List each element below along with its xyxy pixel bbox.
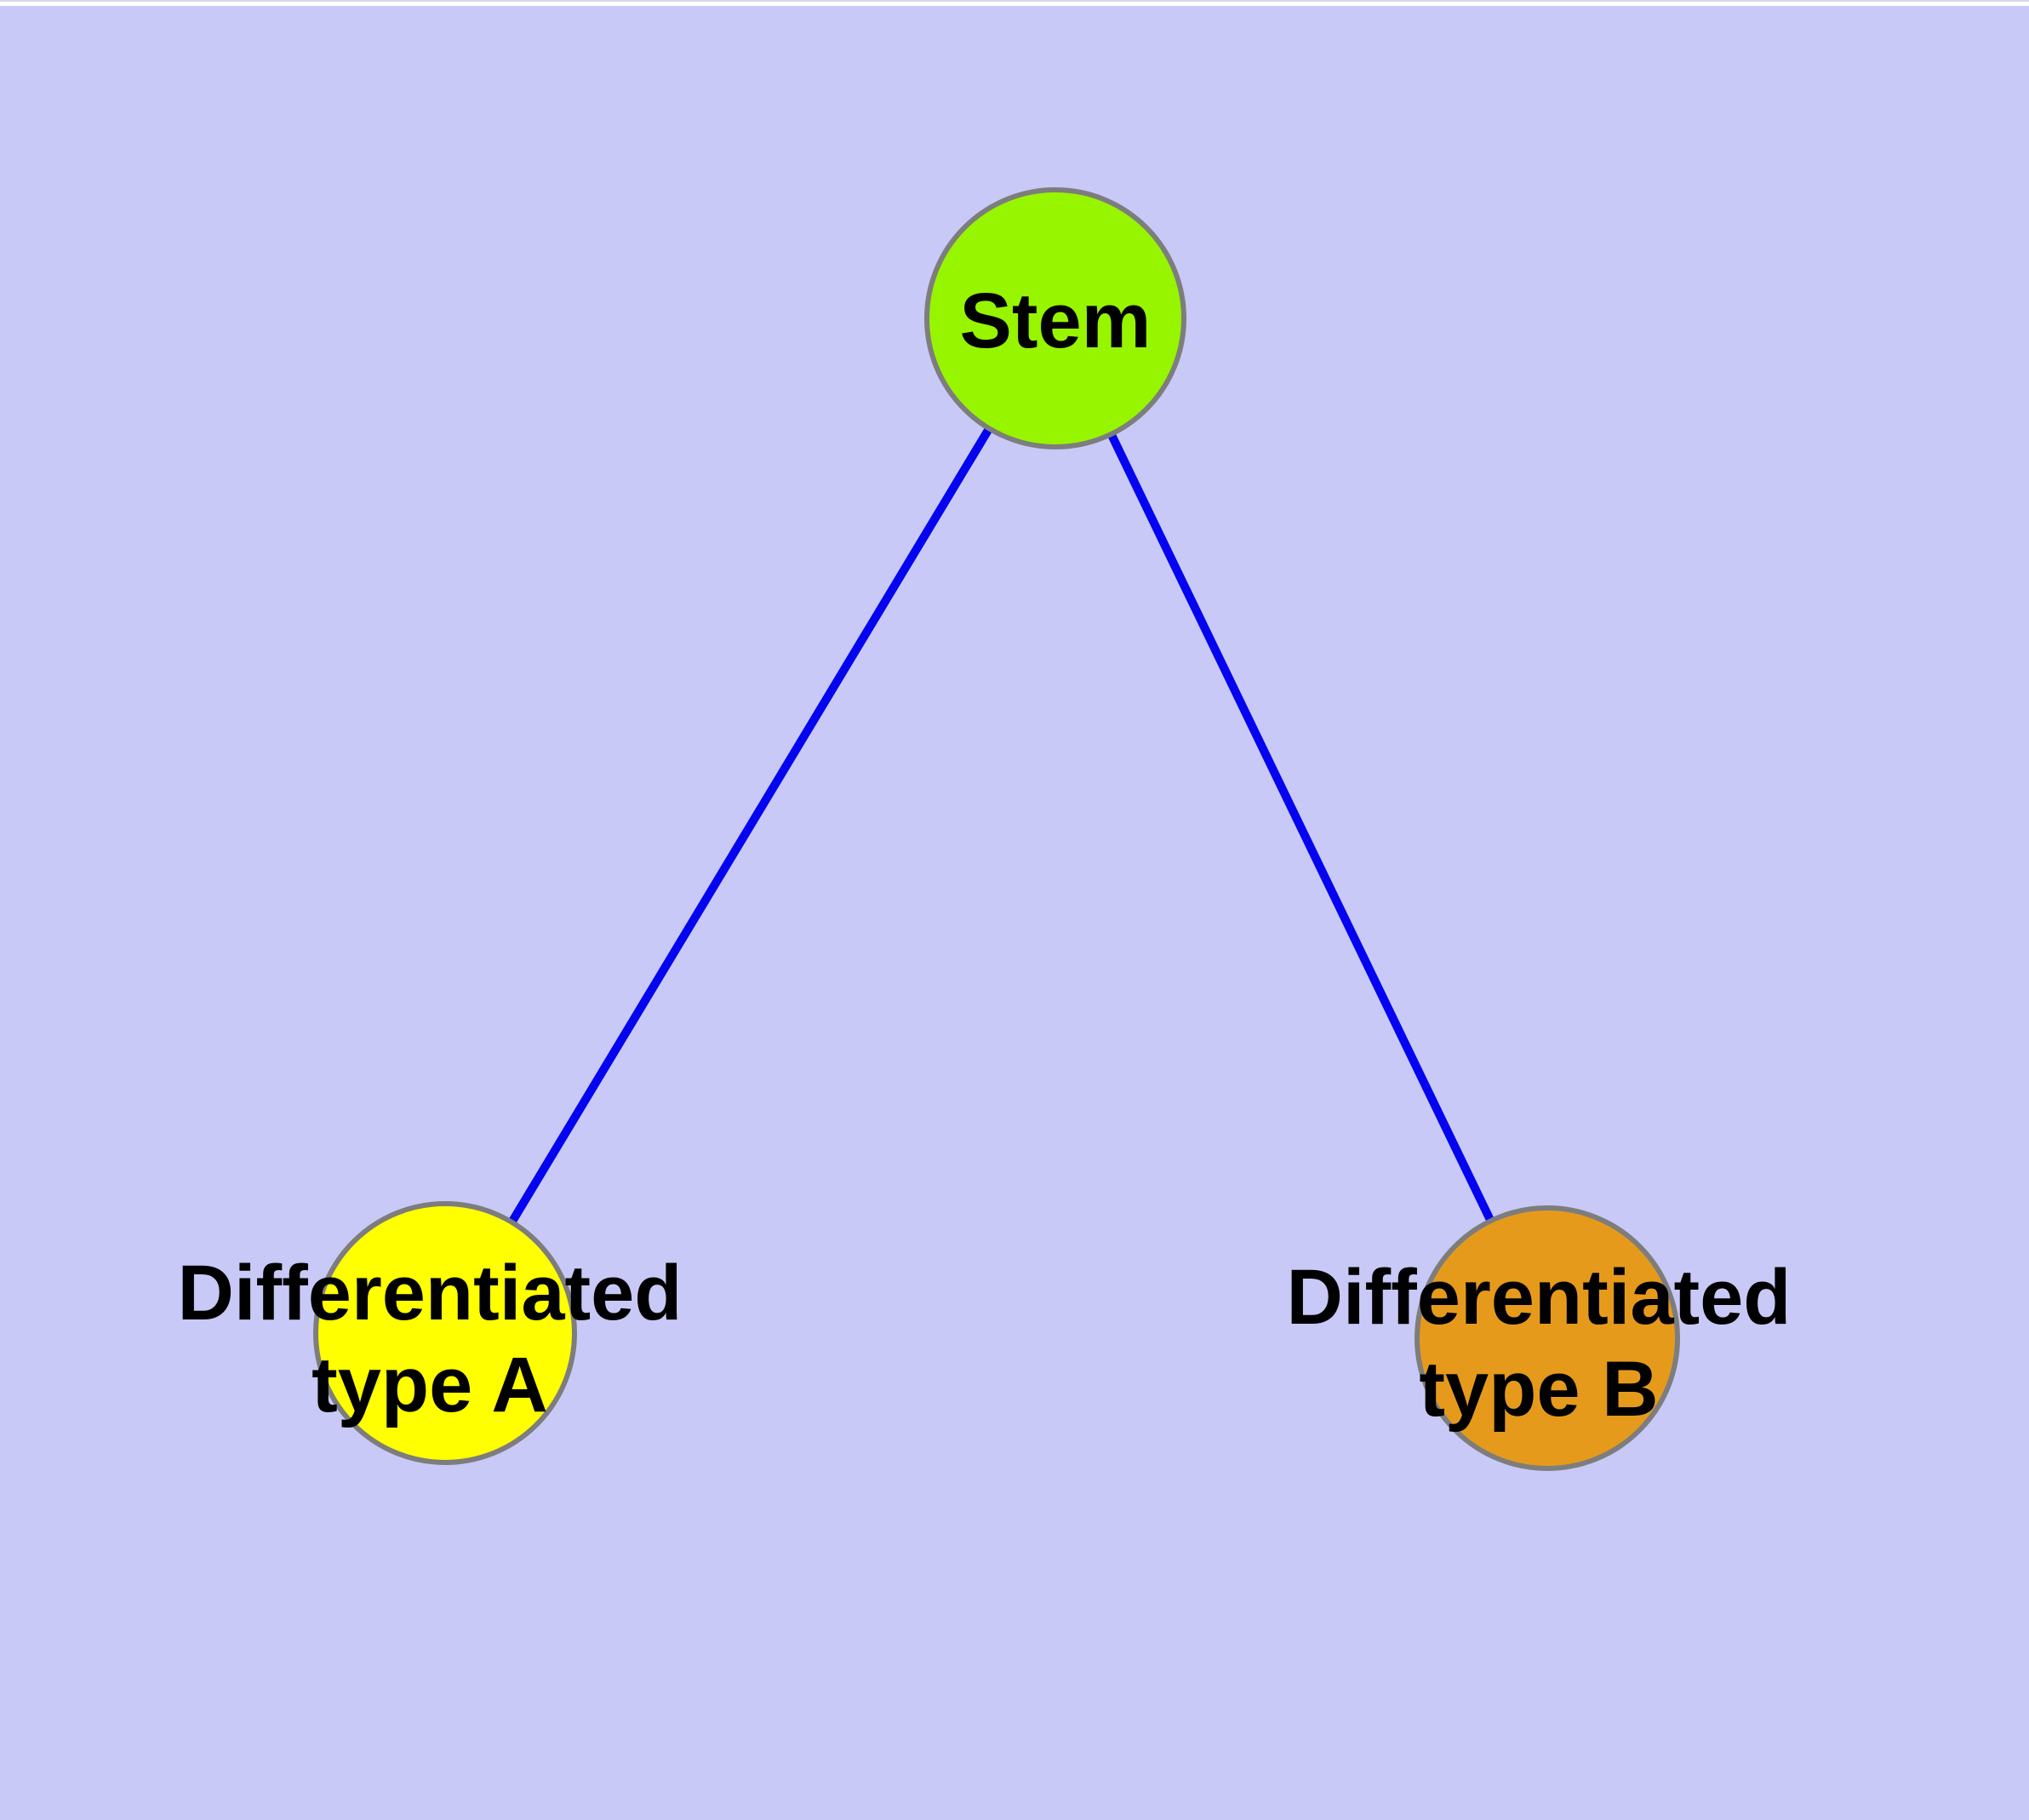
- node-type-a-label-line2: type A: [311, 1342, 548, 1428]
- node-type-b-label-line1: Differentiated: [1287, 1254, 1792, 1341]
- node-differentiated-type-a: [313, 1201, 577, 1465]
- node-stem: [924, 187, 1186, 449]
- edge-stem-to-type-b: [1051, 316, 1552, 1341]
- node-type-a-label-line1: Differentiated: [178, 1250, 683, 1336]
- node-differentiated-type-b: [1415, 1205, 1680, 1471]
- node-stem-label: Stem: [960, 278, 1152, 364]
- nodes: [313, 187, 1680, 1471]
- top-window-strip: [0, 0, 2029, 6]
- node-labels: Stem Differentiated type A Differentiate…: [178, 278, 1792, 1433]
- node-type-b-label-line2: type B: [1419, 1346, 1658, 1433]
- edges: [441, 316, 1552, 1341]
- top-hairline: [0, 0, 2029, 2]
- edge-stem-to-type-a: [441, 316, 1060, 1336]
